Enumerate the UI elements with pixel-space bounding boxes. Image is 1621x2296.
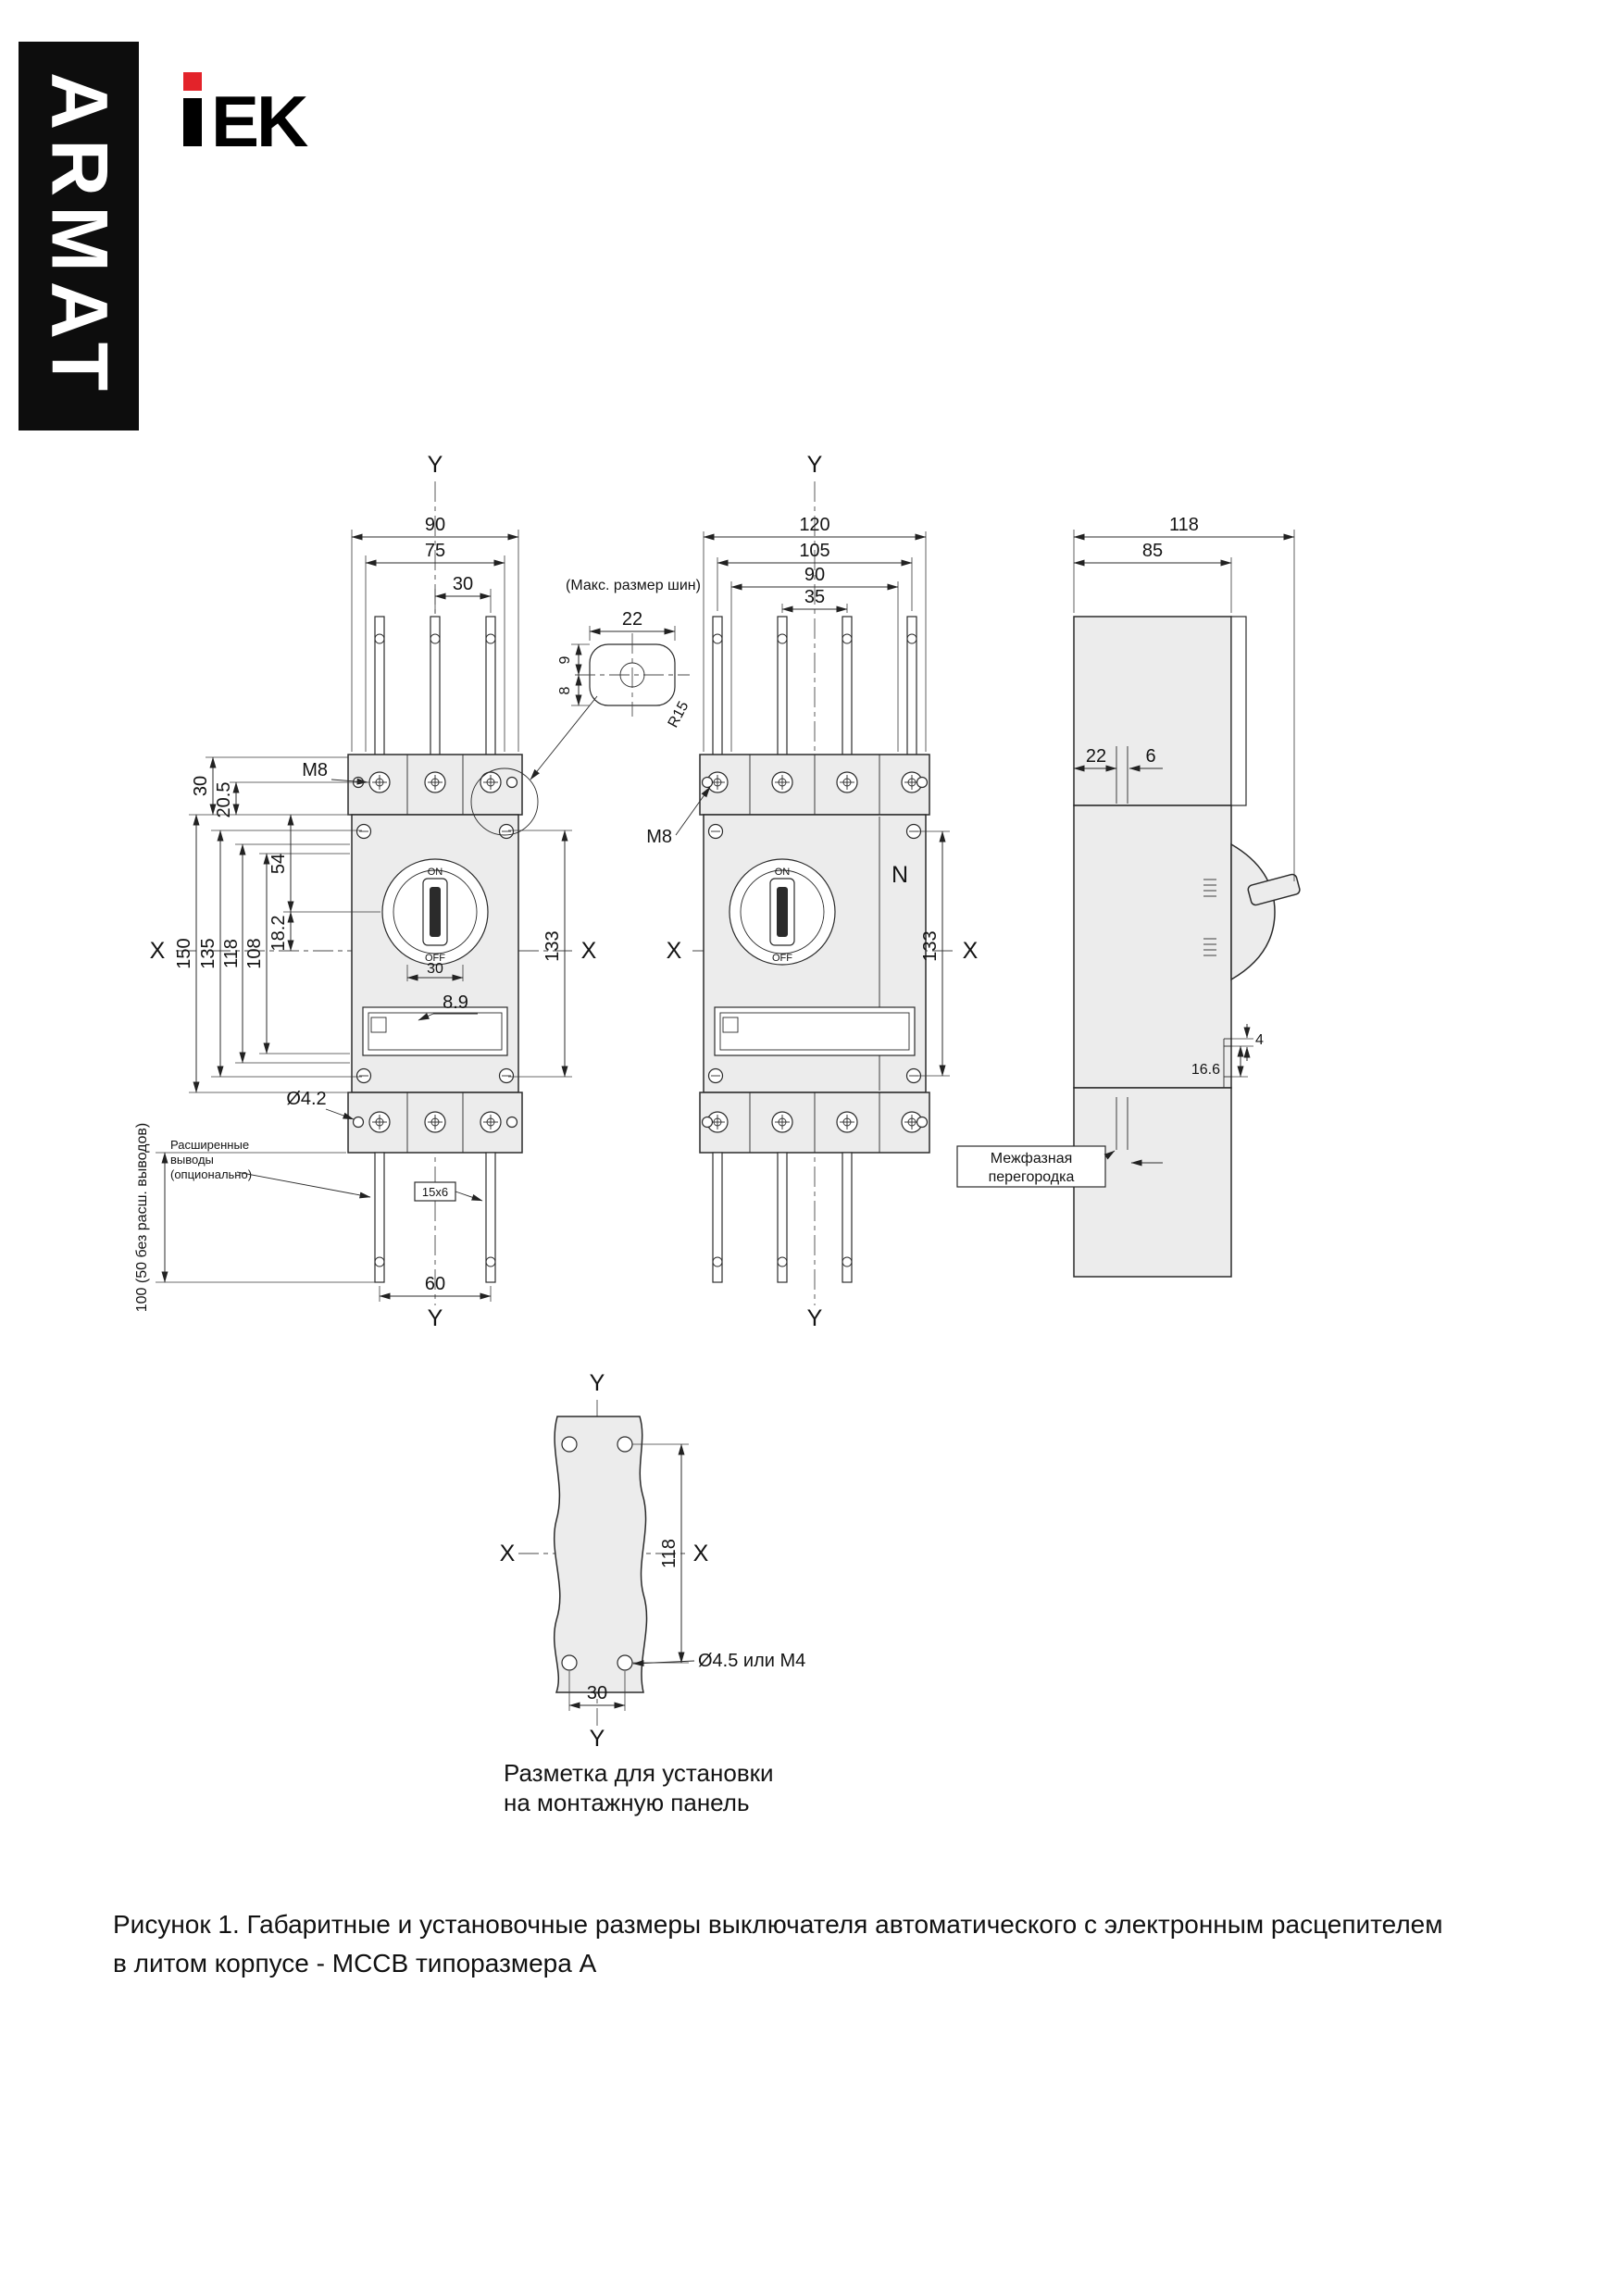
figure-caption-line2: в литом корпусе - MCCB типоразмера А bbox=[113, 1949, 597, 1978]
mount-caption-line1: Разметка для установки bbox=[504, 1759, 774, 1787]
front-dim-118: 118 bbox=[221, 939, 242, 968]
front-dim-108: 108 bbox=[244, 938, 265, 968]
front-dim-18-2: 18.2 bbox=[268, 916, 289, 952]
front-off-label: OFF bbox=[425, 953, 445, 964]
front-on-label: ON bbox=[428, 867, 443, 878]
iek-logo-text: EK bbox=[211, 81, 308, 162]
front-dim-60: 60 bbox=[425, 1274, 445, 1294]
front-dim-135: 135 bbox=[198, 938, 218, 968]
mount-hole bbox=[617, 1436, 633, 1453]
detail-dim-r15: R15 bbox=[666, 699, 692, 730]
side-handle-bulge bbox=[1230, 842, 1276, 981]
side-handle-lever bbox=[1247, 873, 1301, 906]
middle-dim-105: 105 bbox=[799, 541, 829, 561]
front-dim-8-9: 8.9 bbox=[443, 992, 468, 1013]
detail-dim-8: 8 bbox=[557, 686, 573, 694]
mount-hole bbox=[561, 1436, 578, 1453]
mount-view: Y Y X X 118 30 Ø4.5 или M4 Разметка для … bbox=[500, 1370, 806, 1816]
mount-hole-spec: Ø4.5 или M4 bbox=[698, 1651, 805, 1671]
front-axis-y-top: Y bbox=[428, 452, 443, 478]
mount-axis-y-top: Y bbox=[590, 1370, 605, 1396]
side-view-structure bbox=[1073, 616, 1301, 1278]
front-dim-54: 54 bbox=[268, 854, 289, 874]
front-dim-90: 90 bbox=[425, 515, 445, 535]
side-partition-label-box bbox=[956, 1145, 1106, 1188]
side-view: 118 85 22 6 4 16.6 Межфазная перегородка bbox=[956, 515, 1301, 1278]
mount-caption-line2: на монтажную панель bbox=[504, 1789, 750, 1816]
front-dim-30-top: 30 bbox=[453, 574, 473, 594]
iek-logo-red-dot bbox=[183, 72, 202, 91]
front-axis-y-bottom: Y bbox=[428, 1305, 443, 1331]
side-partition-label-1: Межфазная bbox=[991, 1151, 1073, 1167]
front-ext-note-1: Расширенные bbox=[170, 1138, 249, 1152]
detail-title: (Макс. размер шин) bbox=[566, 578, 701, 593]
middle-view: Y Y X X bbox=[646, 452, 978, 1331]
front-dim-133: 133 bbox=[542, 930, 563, 961]
side-dim-6: 6 bbox=[1145, 746, 1155, 767]
front-dim-75: 75 bbox=[425, 541, 445, 561]
side-view-dimensions: 118 85 22 6 4 16.6 Межфазная перегородка bbox=[956, 515, 1295, 1188]
side-dim-118: 118 bbox=[1169, 515, 1199, 535]
front-axis-x-right: X bbox=[581, 938, 597, 964]
front-ext-note-2: выводы bbox=[170, 1153, 214, 1167]
middle-dim-90: 90 bbox=[804, 565, 825, 585]
front-m8-label: M8 bbox=[302, 760, 328, 780]
mount-axis-x-right: X bbox=[693, 1541, 709, 1566]
side-dim-85: 85 bbox=[1142, 541, 1163, 561]
side-partition-label-2: перегородка bbox=[989, 1169, 1075, 1185]
mount-axis-y-bottom: Y bbox=[590, 1726, 605, 1752]
armat-banner: ARMAT bbox=[19, 42, 139, 430]
figure-caption-line1: Рисунок 1. Габаритные и установочные раз… bbox=[113, 1910, 1443, 1939]
iek-logo: EK bbox=[178, 67, 363, 168]
middle-on-label: ON bbox=[775, 867, 791, 878]
mount-hole bbox=[617, 1654, 633, 1671]
front-view: Y Y X X bbox=[134, 452, 597, 1331]
middle-axis-y-top: Y bbox=[807, 452, 823, 478]
iek-logo-graphic: EK bbox=[183, 72, 311, 162]
detail-reference-circle bbox=[470, 767, 539, 836]
mount-hole bbox=[561, 1654, 578, 1671]
figure-caption: Рисунок 1. Габаритные и установочные раз… bbox=[113, 1905, 1557, 1983]
mount-dim-118: 118 bbox=[659, 1539, 680, 1568]
middle-view-structure: ON OFF N bbox=[699, 616, 930, 1283]
side-dim-16-6: 16.6 bbox=[1191, 1062, 1220, 1078]
middle-rating-plate bbox=[714, 1006, 916, 1056]
front-dim-150: 150 bbox=[174, 938, 194, 968]
side-dim-4: 4 bbox=[1255, 1032, 1264, 1048]
detail-dim-22: 22 bbox=[622, 609, 642, 630]
front-dim-20-5: 20.5 bbox=[214, 782, 234, 818]
middle-dim-35: 35 bbox=[804, 587, 825, 607]
front-rating-plate bbox=[362, 1006, 508, 1056]
mount-panel bbox=[553, 1416, 648, 1693]
front-view-structure: ON OFF bbox=[347, 616, 523, 1283]
middle-m8-label: M8 bbox=[646, 827, 672, 847]
front-axis-x-left: X bbox=[150, 938, 166, 964]
side-dim-22: 22 bbox=[1086, 746, 1106, 767]
middle-axis-x-right: X bbox=[963, 938, 979, 964]
front-ext-note-3: (опционально) bbox=[170, 1167, 252, 1181]
middle-off-label: OFF bbox=[772, 953, 792, 964]
middle-dim-133: 133 bbox=[920, 930, 941, 961]
middle-axis-y-bottom: Y bbox=[807, 1305, 823, 1331]
middle-n-pole-label: N bbox=[892, 862, 908, 888]
mount-axis-x-left: X bbox=[500, 1541, 516, 1566]
front-view-dimensions: 90 75 30 M8 30 20.5 bbox=[134, 515, 572, 1312]
front-dim-dia-4-2: Ø4.2 bbox=[286, 1089, 326, 1109]
front-note-100-50: 100 (50 без расш. выводов) bbox=[134, 1123, 150, 1312]
detail-dim-9: 9 bbox=[557, 655, 573, 664]
iek-logo-i-stem bbox=[183, 98, 202, 146]
middle-dim-120: 120 bbox=[799, 515, 829, 535]
front-dim-15x6: 15x6 bbox=[422, 1185, 448, 1199]
armat-banner-text: ARMAT bbox=[34, 71, 124, 401]
mount-dim-30: 30 bbox=[587, 1683, 607, 1703]
front-dim-30-handle: 30 bbox=[427, 961, 443, 977]
middle-axis-x-left: X bbox=[667, 938, 682, 964]
middle-view-dimensions: 120 105 90 35 M8 133 bbox=[646, 515, 950, 1077]
front-dim-30-topleft: 30 bbox=[191, 776, 211, 796]
